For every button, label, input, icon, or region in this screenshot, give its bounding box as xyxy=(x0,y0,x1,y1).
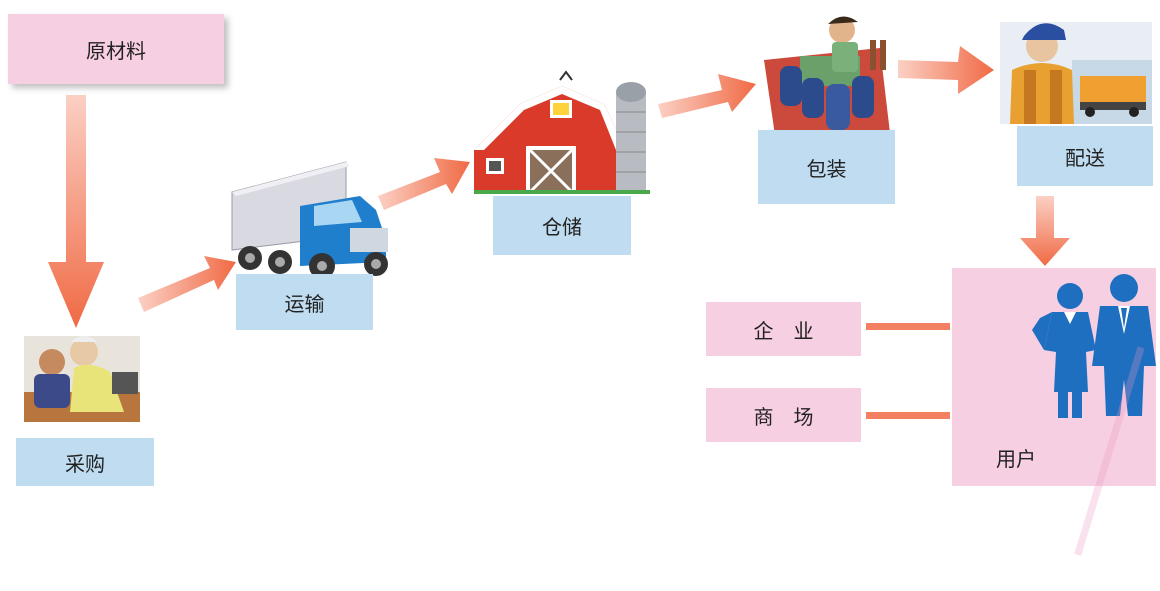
node-packaging-label: 包装 xyxy=(806,156,847,181)
node-raw-material: 原材料 xyxy=(8,14,224,84)
node-enterprise: 企 业 xyxy=(706,302,861,356)
arrow-transport-to-storage xyxy=(378,158,470,210)
node-storage: 仓储 xyxy=(493,196,631,255)
packaging-illustration xyxy=(764,16,892,150)
truck-illustration xyxy=(231,161,388,279)
node-enterprise-label: 企 业 xyxy=(753,318,814,343)
node-mall: 商 场 xyxy=(706,388,861,442)
arrow-packaging-to-delivery xyxy=(898,46,994,94)
connector-enterprise-user xyxy=(866,323,950,330)
node-transport-label: 运输 xyxy=(284,291,325,316)
node-mall-label: 商 场 xyxy=(753,404,814,429)
user-figures-illustration xyxy=(1032,274,1156,418)
node-purchase-label: 采购 xyxy=(65,451,105,476)
node-transport: 运输 xyxy=(236,274,373,330)
node-storage-label: 仓储 xyxy=(542,215,582,239)
node-purchase: 采购 xyxy=(16,438,154,486)
purchase-illustration xyxy=(24,336,140,422)
node-packaging: 包装 xyxy=(758,130,895,204)
node-delivery: 配送 xyxy=(1017,126,1153,186)
arrow-storage-to-packaging xyxy=(658,74,756,118)
delivery-illustration xyxy=(1000,22,1152,124)
arrow-delivery-to-user xyxy=(1020,196,1070,266)
barn-illustration xyxy=(474,70,650,194)
arrow-purchase-to-transport xyxy=(138,256,236,312)
supply-chain-diagram: ／／ 原材料 采购 运输 仓储 包装 配送 企 业 商 场 用户 xyxy=(8,14,1160,584)
diagram-graphics xyxy=(24,16,1156,422)
arrow-raw-to-purchase xyxy=(48,95,104,328)
node-delivery-label: 配送 xyxy=(1065,145,1105,170)
node-raw-material-label: 原材料 xyxy=(86,38,146,63)
connector-mall-user xyxy=(866,412,950,419)
